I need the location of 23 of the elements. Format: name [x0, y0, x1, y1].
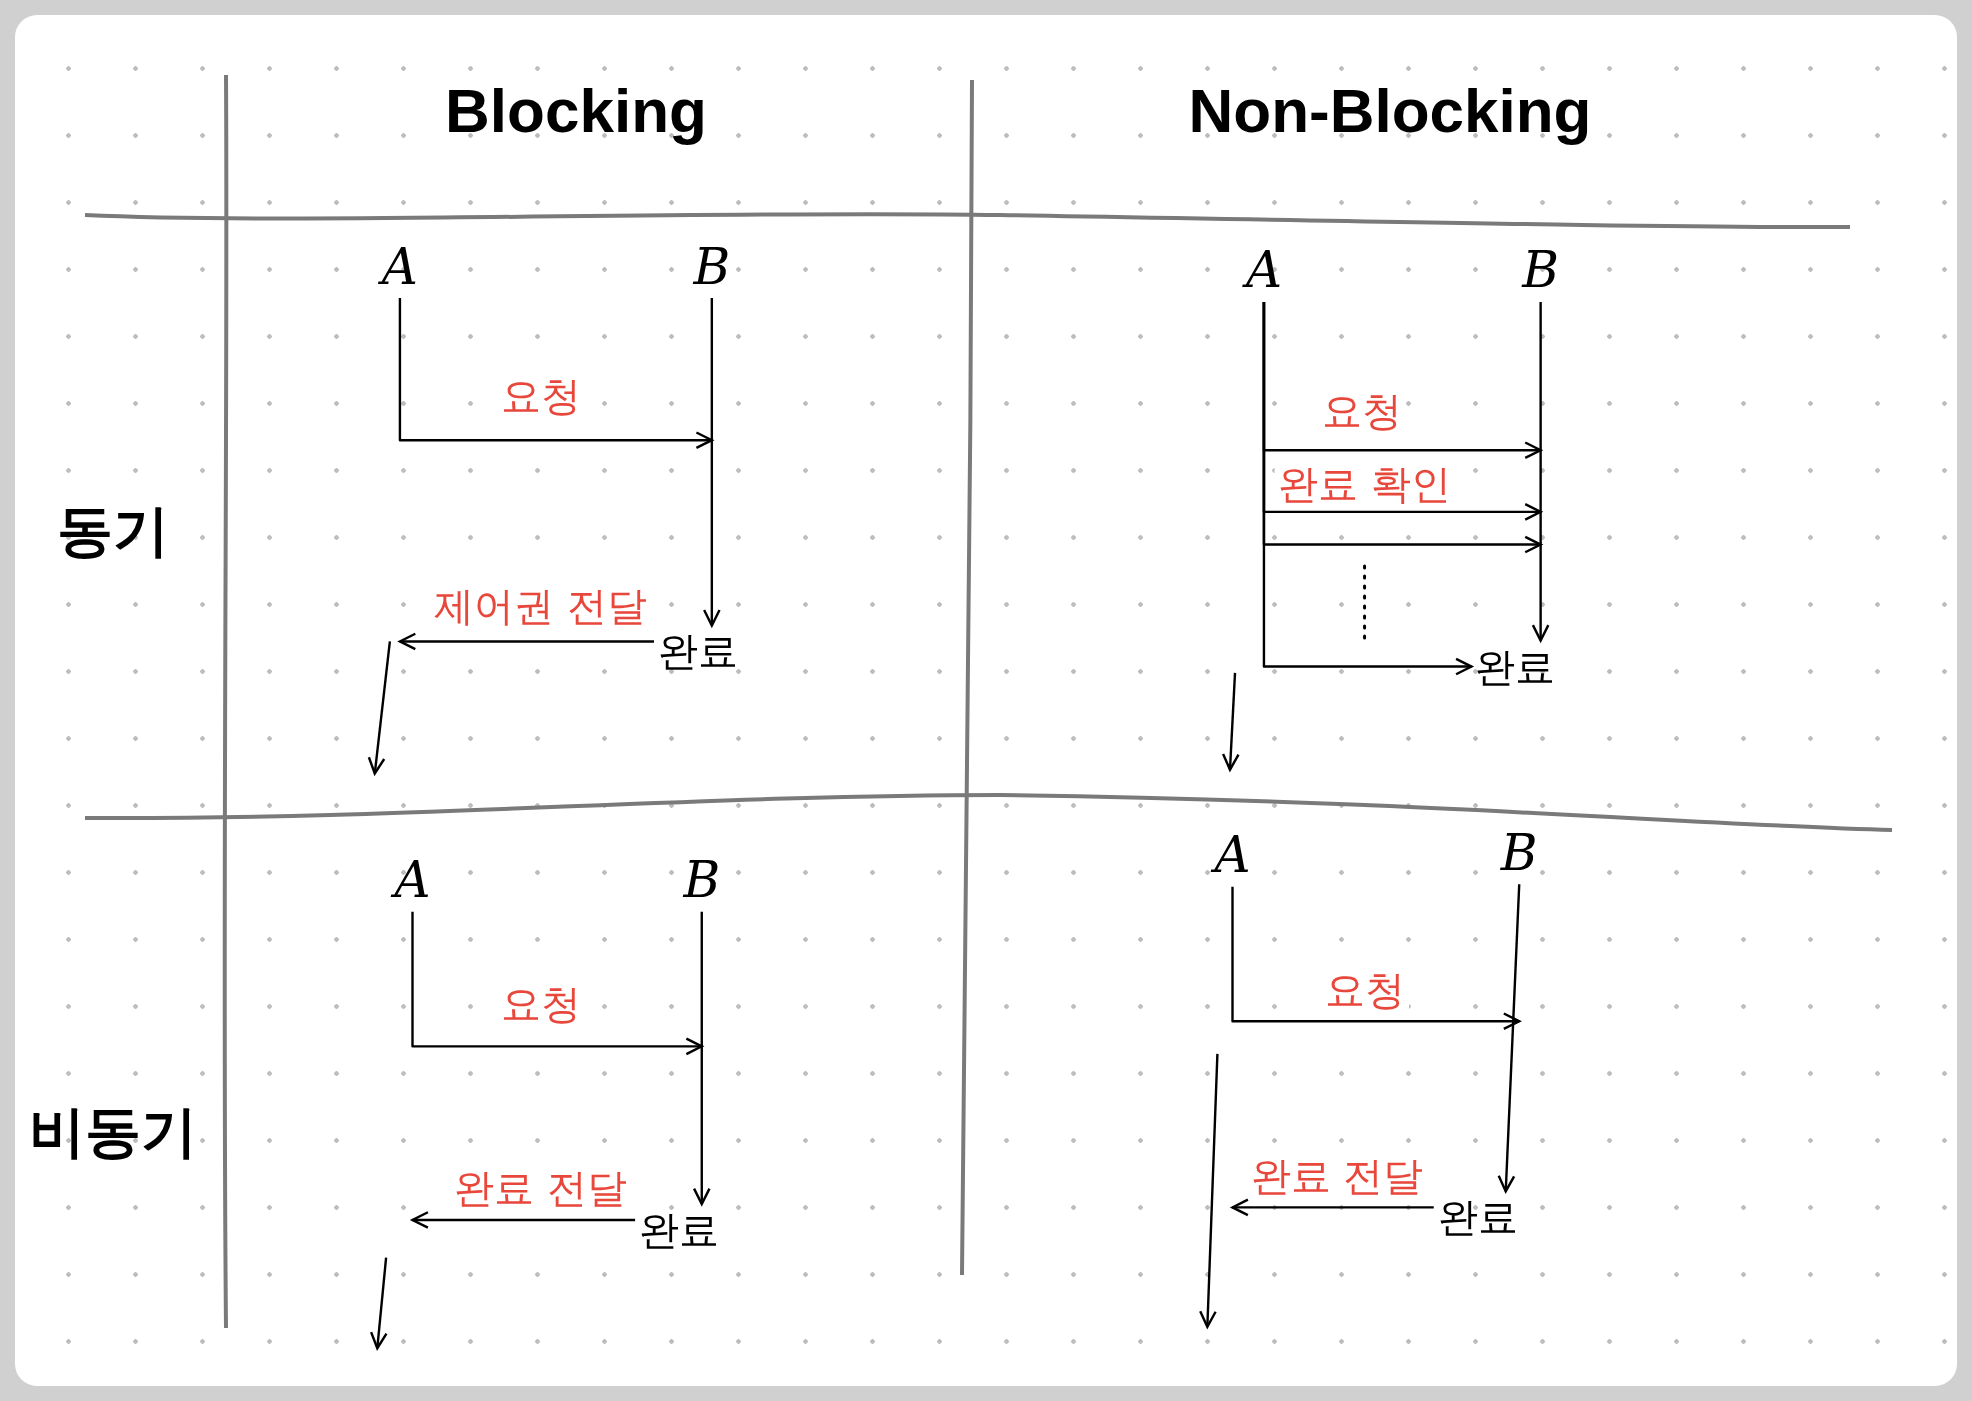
arrow	[398, 298, 714, 450]
column-header: Non-Blocking	[1188, 76, 1592, 146]
status-text: 완료	[639, 1208, 720, 1252]
arrow	[411, 911, 703, 1056]
status-text: 완료	[1475, 644, 1556, 689]
participant-label: B	[693, 239, 731, 295]
status-text: 완료	[1437, 1195, 1518, 1240]
arrow	[692, 911, 711, 1206]
arrow	[1531, 301, 1550, 642]
arrow	[398, 632, 654, 651]
arrow	[1231, 1198, 1434, 1217]
arrow	[1497, 884, 1521, 1193]
arrow	[411, 1211, 636, 1229]
row-header: 동기	[57, 500, 169, 562]
participant-label: B	[1522, 242, 1559, 298]
participant-label: B	[1500, 825, 1538, 881]
arrow	[702, 298, 721, 627]
status-text: 완료	[658, 629, 738, 674]
column-header: Blocking	[445, 76, 707, 146]
arrow	[1231, 886, 1521, 1031]
row-header: 비동기	[29, 1101, 197, 1163]
arrow	[1262, 301, 1473, 676]
participant-label: B	[683, 852, 721, 908]
